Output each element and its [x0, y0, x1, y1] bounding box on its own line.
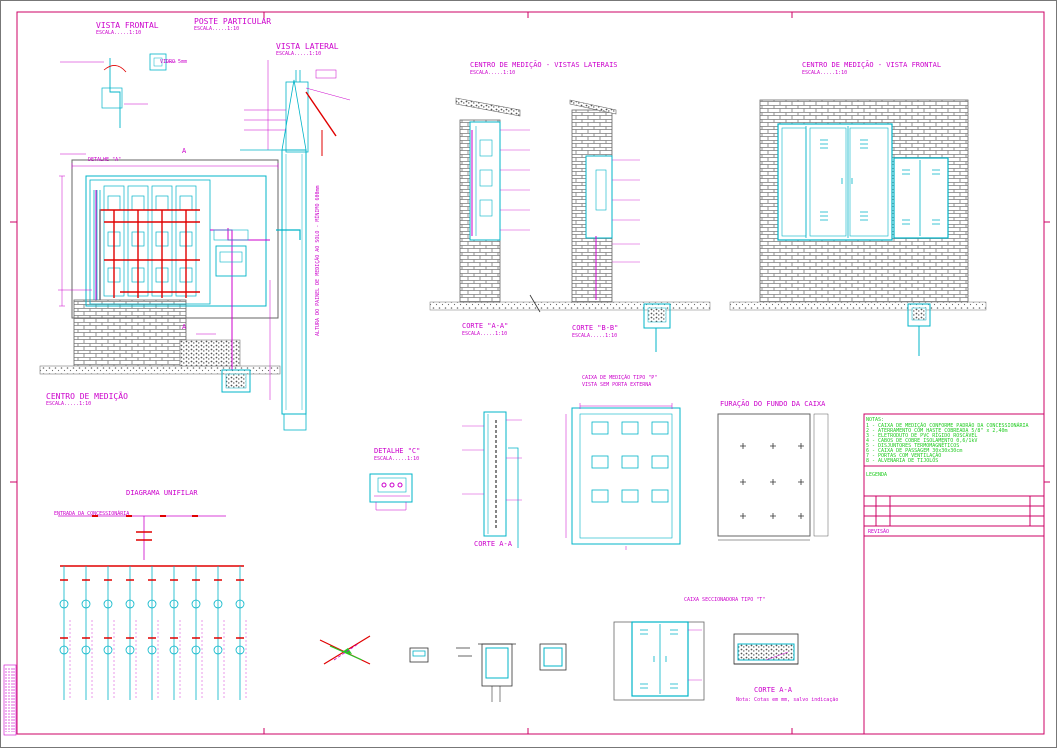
vista-frontal-title: VISTA FRONTAL — [96, 21, 159, 30]
detalhe-a-label: DETALHE "A" — [88, 157, 122, 163]
corte-a-a-label: CORTE A-A — [474, 540, 512, 548]
note-line: 4 - CABOS DE COBRE ISOLAMENTO 0,6/1kV — [866, 438, 978, 444]
caixa-seccionadora — [613, 621, 705, 701]
note-line: 6 - CAIXA DE PASSAGEM 30x30x30cm — [866, 448, 963, 454]
revision-label: REVISÃO — [868, 529, 890, 535]
corte-bb-title: CORTE "B-B" — [572, 324, 619, 332]
section-marker-a-bottom: A — [182, 323, 187, 331]
diagrama-unifilar — [58, 515, 247, 700]
corte-note: Nota: Cotas em mm, salvo indicação — [736, 697, 839, 703]
corte-bb-scale: ESCALA.....1:10 — [572, 333, 618, 339]
corte-aa-seccionadora — [733, 633, 799, 665]
corte-a-a-section — [462, 411, 522, 548]
diagrama-unifilar-title: DIAGRAMA UNIFILAR — [126, 489, 198, 497]
detalhe-c-scale: ESCALA.....1:10 — [374, 456, 420, 462]
centro-medicao-laterais-scale: ESCALA.....1:10 — [470, 70, 516, 76]
note-line: 7 - PORTAS COM VENTILAÇÃO — [866, 453, 942, 459]
corte-aa-scale: ESCALA.....1:10 — [462, 331, 508, 337]
notes-heading: NOTAS: — [866, 417, 885, 423]
note-line: 5 - DISJUNTORES TERMOMAGNÉTICOS — [866, 443, 960, 449]
furacao-fundo — [717, 413, 829, 541]
vista-lateral-scale: ESCALA.....1:10 — [276, 51, 322, 57]
caixa-medicao-title: CAIXA DE MEDIÇÃO TIPO "P" — [582, 375, 658, 381]
detalhe-c-title: DETALHE "C" — [374, 447, 421, 455]
centro-medicao-frontal-scale: ESCALA.....1:10 — [802, 70, 848, 76]
title-block — [863, 413, 1045, 735]
side-strip — [3, 664, 17, 736]
note-line: 1 - CAIXA DE MEDIÇÃO CONFORME PADRÃO DA … — [866, 423, 1029, 429]
caixa-medicao-subtitle: VISTA SEM PORTA EXTERNA — [582, 382, 652, 388]
altura-caixa-label: ALTURA DO PAINEL DE MEDIÇÃO AO SOLO - MÍ… — [315, 185, 321, 336]
small-box-detail — [409, 647, 472, 663]
vista-frontal-centro — [729, 99, 987, 356]
section-marker-a-top: A — [182, 147, 187, 155]
poste-particular-scale: ESCALA.....1:10 — [194, 26, 240, 32]
detalhe-c — [369, 473, 413, 511]
vidro-label: VIDRO 5mm — [160, 59, 188, 65]
poste-particular-title: POSTE PARTICULAR — [194, 17, 272, 26]
vista-lateral-title: VISTA LATERAL — [276, 42, 339, 51]
centro-medicao-elevation — [39, 79, 307, 431]
note-line: 2 - ATERRAMENTO COM HASTE COBREADA 5/8" … — [866, 428, 1008, 434]
pit-section-detail — [478, 643, 567, 702]
aterramento-detail — [319, 635, 371, 665]
vista-frontal-scale: ESCALA.....1:10 — [96, 30, 142, 36]
caixa-medicao-p — [565, 403, 681, 550]
vistas-laterais — [429, 97, 711, 352]
vista-lateral-pole — [240, 60, 351, 156]
centro-medicao-frontal-title: CENTRO DE MEDIÇÃO - VISTA FRONTAL — [802, 61, 942, 69]
vista-frontal-detail — [60, 53, 176, 128]
furacao-title: FURAÇÃO DO FUNDO DA CAIXA — [720, 400, 826, 408]
unifilar-branches — [63, 566, 241, 700]
entrada-concessionaria-label: ENTRADA DA CONCESSIONÁRIA — [54, 511, 130, 517]
note-line: 8 - ALVENARIA DE TIJOLOS — [866, 458, 939, 464]
centro-medicao-laterais-title: CENTRO DE MEDIÇÃO - VISTAS LATERAIS — [470, 61, 618, 69]
caixa-seccionadora-title: CAIXA SECCIONADORA TIPO "T" — [684, 597, 766, 603]
legend-heading: LEGENDA — [866, 472, 888, 478]
centro-medicao-title: CENTRO DE MEDIÇÃO — [46, 392, 128, 401]
corte-a-a-2-label: CORTE A-A — [754, 686, 792, 694]
corte-aa-title: CORTE "A-A" — [462, 322, 509, 330]
centro-medicao-scale: ESCALA.....1:10 — [46, 401, 92, 407]
note-line: 3 - ELETRODUTO DE PVC RÍGIDO ROSCÁVEL — [866, 433, 978, 439]
